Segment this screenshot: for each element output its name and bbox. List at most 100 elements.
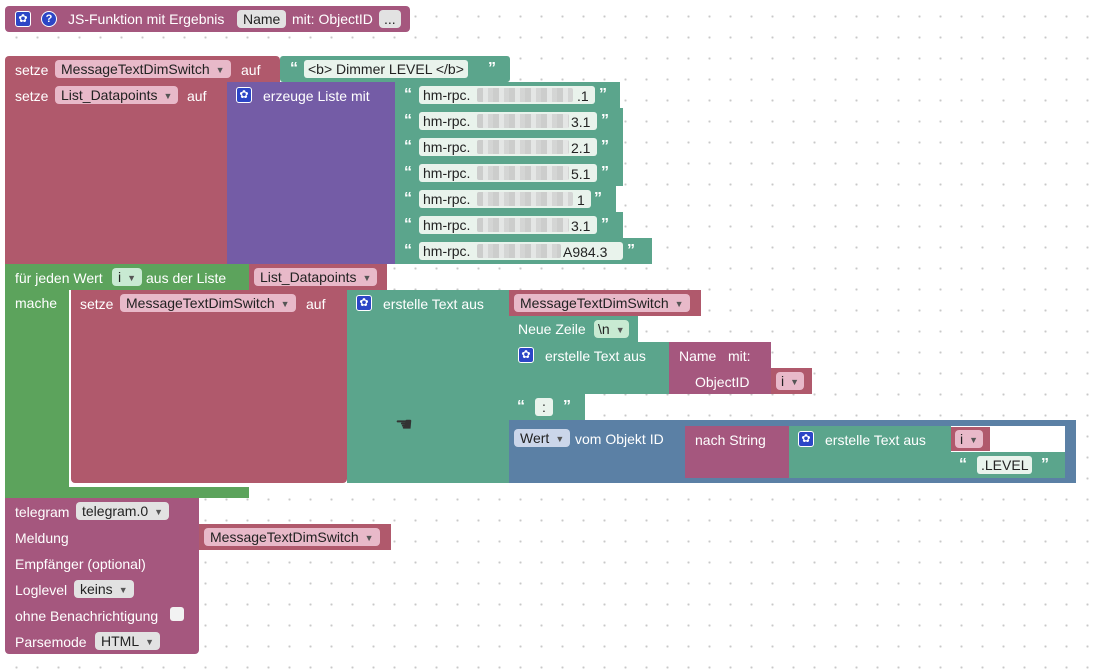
list-item[interactable]: “ hm-rpc. 3.1 ” — [395, 212, 623, 238]
telegram-instance-value: telegram.0 — [82, 503, 149, 519]
join-i-dropdown[interactable]: i▼ — [955, 430, 984, 448]
join-i-variable-getter[interactable]: i▼ — [951, 427, 990, 451]
recipient-label: Empfänger (optional) — [15, 556, 146, 572]
gear-icon[interactable]: ✿ — [15, 11, 31, 27]
function-name-field[interactable]: Name — [237, 10, 287, 28]
loglevel-dropdown[interactable]: keins▼ — [74, 580, 134, 598]
variable-dropdown[interactable]: MessageTextDimSwitch ▼ — [120, 294, 296, 312]
quote-open-icon: “ — [404, 190, 412, 207]
quote-open-icon: “ — [404, 112, 412, 129]
dropdown-arrow-icon: ▼ — [790, 377, 800, 387]
help-icon[interactable]: ? — [41, 11, 57, 27]
set-variable-block[interactable]: setze MessageTextDimSwitch▼ auf — [5, 56, 280, 82]
list-item-prefix: hm-rpc. — [423, 139, 471, 155]
message-variable-getter[interactable]: MessageTextDimSwitch▼ — [199, 524, 391, 550]
loop-variable-dropdown[interactable]: i▼ — [112, 268, 143, 286]
level-text-value[interactable]: .LEVEL — [977, 456, 1033, 474]
quote-close-icon: ” — [599, 86, 607, 103]
text-join-label: erstelle Text aus — [383, 296, 484, 312]
quote-open-icon: “ — [959, 456, 967, 473]
to-label: auf — [241, 62, 261, 78]
dropdown-arrow-icon: ▼ — [615, 325, 625, 335]
parsemode-value: HTML — [101, 633, 140, 649]
join-i-value: i — [960, 431, 964, 447]
create-list-block[interactable]: ✿ erzeuge Liste mit — [227, 82, 395, 264]
list-item-prefix: hm-rpc. — [423, 113, 471, 129]
to-string-block[interactable]: nach String — [685, 426, 789, 478]
objectid-variable-getter[interactable]: i▼ — [771, 368, 812, 394]
list-item-suffix: .1 — [577, 88, 589, 104]
to-label: auf — [187, 88, 207, 104]
gear-icon[interactable]: ✿ — [356, 295, 372, 311]
parsemode-dropdown[interactable]: HTML▼ — [95, 632, 161, 650]
redacted-text — [477, 166, 569, 180]
loglevel-value: keins — [80, 581, 113, 597]
inner-set-variable-block[interactable]: setze MessageTextDimSwitch▼ auf — [71, 290, 347, 483]
list-item[interactable]: “ hm-rpc. 5.1 ” — [395, 160, 623, 186]
list-item[interactable]: “ hm-rpc. 3.1 ” — [395, 108, 623, 134]
message-variable-value: MessageTextDimSwitch — [210, 529, 359, 545]
list-item[interactable]: “ hm-rpc. A984.3 ” — [395, 238, 652, 264]
redacted-text — [477, 244, 561, 258]
text-literal-block[interactable]: “ <b> Dimmer LEVEL </b> ” — [280, 56, 510, 82]
objectid-param-label: ObjectID — [695, 374, 750, 390]
join-variable-dropdown[interactable]: MessageTextDimSwitch▼ — [514, 294, 690, 312]
text-join-objectid-label: erstelle Text aus — [825, 432, 926, 448]
function-more-button[interactable]: ... — [379, 10, 401, 28]
function-name-label: Name — [679, 348, 717, 364]
quote-open-icon: “ — [404, 138, 412, 155]
text-value[interactable]: <b> Dimmer LEVEL </b> — [304, 60, 468, 78]
gear-icon[interactable]: ✿ — [518, 347, 534, 363]
list-item-suffix: 3.1 — [571, 114, 591, 130]
variable-dropdown[interactable]: MessageTextDimSwitch ▼ — [55, 60, 231, 78]
dropdown-arrow-icon: ▼ — [215, 65, 225, 75]
quote-close-icon: ” — [1041, 456, 1049, 473]
text-join-objectid-block[interactable]: ✿ erstelle Text aus — [789, 426, 951, 478]
loglevel-label: Loglevel — [15, 582, 68, 598]
silent-checkbox[interactable] — [170, 607, 184, 621]
quote-open-icon: “ — [404, 242, 412, 259]
newline-block[interactable]: Neue Zeile \n▼ — [509, 316, 638, 342]
list-variable-getter[interactable]: List_Datapoints▼ — [249, 264, 387, 290]
dropdown-arrow-icon: ▼ — [280, 299, 290, 309]
level-text-block[interactable]: “ .LEVEL ” — [951, 452, 1065, 478]
telegram-block[interactable]: telegram telegram.0▼ Meldung Empfänger (… — [5, 498, 199, 654]
list-item[interactable]: “ hm-rpc. 2.1 ” — [395, 134, 623, 160]
set-list-variable-block[interactable]: setze List_Datapoints▼ auf — [5, 82, 227, 264]
colon-text-block[interactable]: “ : ” — [509, 394, 585, 420]
list-item-prefix: hm-rpc. — [423, 217, 471, 233]
list-item-suffix: 3.1 — [571, 218, 591, 234]
objectid-variable-dropdown[interactable]: i▼ — [776, 372, 805, 390]
object-property-dropdown[interactable]: Wert▼ — [514, 429, 571, 447]
join-variable-getter[interactable]: MessageTextDimSwitch▼ — [509, 290, 701, 316]
list-item[interactable]: “ hm-rpc. 1 ” — [395, 186, 616, 212]
from-list-label: aus der Liste — [146, 270, 227, 286]
inner-text-join-label: erstelle Text aus — [545, 348, 646, 364]
dropdown-arrow-icon: ▼ — [362, 273, 372, 283]
set-label: setze — [15, 88, 49, 104]
foreach-label: für jeden Wert — [15, 270, 103, 286]
quote-close-icon: ” — [488, 60, 496, 77]
function-definition-block[interactable]: ✿ ? JS-Funktion mit Ergebnis Name mit: O… — [5, 6, 410, 32]
call-function-block[interactable]: Name mit: ObjectID — [669, 342, 771, 394]
gear-icon[interactable]: ✿ — [236, 87, 252, 103]
quote-close-icon: ” — [601, 112, 609, 129]
gear-icon[interactable]: ✿ — [798, 431, 814, 447]
inner-text-join-block[interactable]: ✿ erstelle Text aus — [509, 342, 671, 394]
colon-text-value[interactable]: : — [535, 398, 553, 416]
quote-close-icon: ” — [601, 138, 609, 155]
list-item[interactable]: “ hm-rpc. .1 ” — [395, 82, 620, 108]
message-variable-dropdown[interactable]: MessageTextDimSwitch▼ — [204, 528, 380, 546]
list-variable-dropdown[interactable]: List_Datapoints▼ — [254, 268, 378, 286]
variable-dropdown-value: MessageTextDimSwitch — [126, 295, 275, 311]
telegram-instance-dropdown[interactable]: telegram.0▼ — [76, 502, 170, 520]
object-id-label: vom Objekt ID — [575, 431, 664, 447]
list-item-prefix: hm-rpc. — [423, 191, 471, 207]
variable-dropdown-value: MessageTextDimSwitch — [61, 61, 210, 77]
newline-dropdown[interactable]: \n▼ — [594, 320, 629, 338]
quote-open-icon: “ — [404, 86, 412, 103]
create-list-label: erzeuge Liste mit — [263, 88, 370, 104]
redacted-text — [477, 140, 569, 154]
text-join-block[interactable]: ✿ erstelle Text aus ☚ — [347, 290, 509, 483]
variable-dropdown[interactable]: List_Datapoints▼ — [55, 86, 179, 104]
